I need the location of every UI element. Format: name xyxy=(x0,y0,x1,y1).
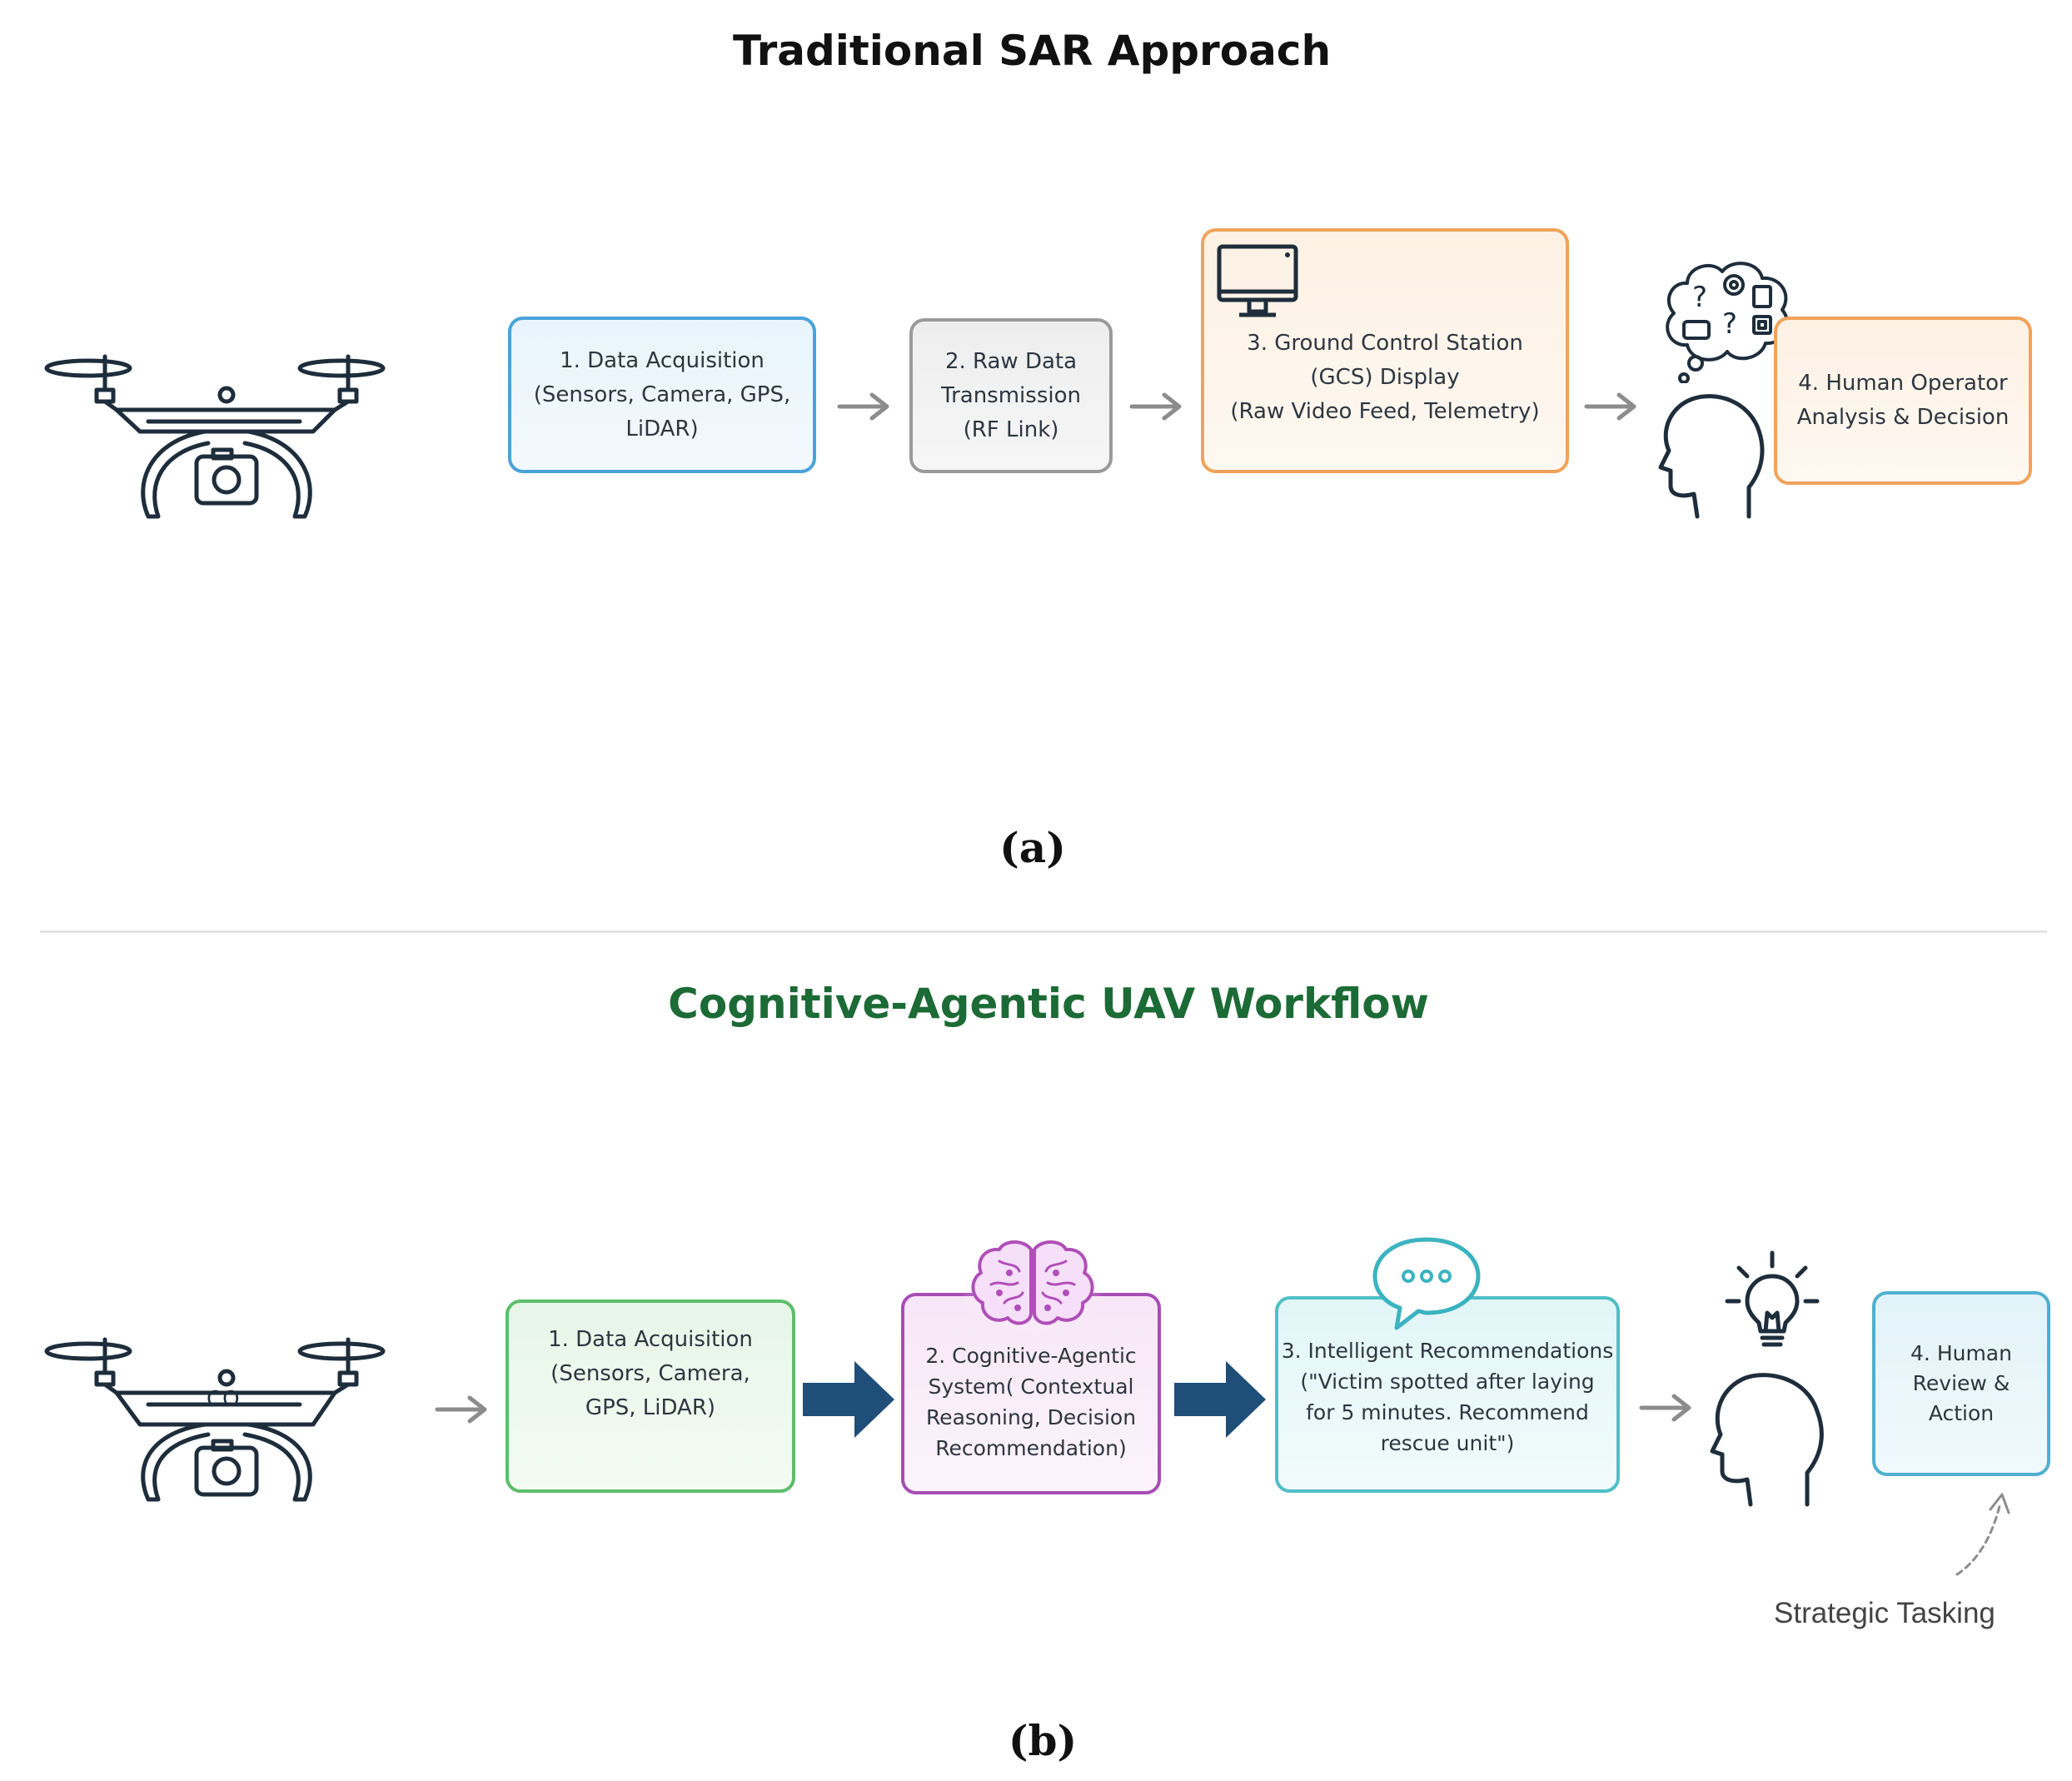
svg-text:?: ? xyxy=(1722,307,1737,341)
thought-bubble-icon: ? ? xyxy=(1666,262,1789,383)
drone-logo-mark: CO xyxy=(207,1387,241,1412)
drone-icon xyxy=(44,1337,386,1502)
arrow-right-icon xyxy=(1129,392,1182,421)
step-b4-human-review: 4. Human Review & Action xyxy=(1872,1291,2050,1476)
step-b1-data-acquisition: 1. Data Acquisition (Sensors, Camera, GP… xyxy=(506,1300,795,1493)
monitor-icon xyxy=(1217,244,1298,317)
step-a4-human-operator: 4. Human Operator Analysis & Decision xyxy=(1774,317,2032,485)
step-a2-raw-data-transmission: 2. Raw Data Transmission (RF Link) xyxy=(909,318,1113,473)
panel-b-caption: (b) xyxy=(1008,1716,1078,1765)
panel-b-title: Cognitive-Agentic UAV Workflow xyxy=(668,980,1429,1028)
brain-icon xyxy=(959,1238,1106,1335)
panel-divider xyxy=(40,930,2047,933)
arrow-right-icon xyxy=(837,392,889,421)
human-head-icon xyxy=(1710,1373,1824,1507)
panel-a-title: Traditional SAR Approach xyxy=(732,27,1332,75)
step-a1-data-acquisition: 1. Data Acquisition (Sensors, Camera, GP… xyxy=(508,317,816,473)
arrow-right-icon xyxy=(435,1395,487,1424)
arrow-right-icon xyxy=(1639,1394,1691,1422)
speech-bubble-icon xyxy=(1372,1237,1481,1330)
arrow-right-bold-icon xyxy=(1174,1361,1266,1438)
human-head-icon xyxy=(1658,394,1765,519)
drone-icon xyxy=(44,354,386,519)
arrow-right-bold-icon xyxy=(803,1361,894,1438)
lightbulb-icon xyxy=(1725,1250,1820,1347)
arrow-right-icon xyxy=(1584,392,1636,421)
curved-dashed-arrow-icon xyxy=(1955,1493,2010,1576)
strategic-tasking-label: Strategic Tasking xyxy=(1774,1597,1995,1629)
step-b3-intelligent-recommendations: 3. Intelligent Recommendations ("Victim … xyxy=(1275,1296,1620,1493)
step-a3-ground-control-station: 3. Ground Control Station (GCS) Display … xyxy=(1201,228,1569,473)
panel-a-caption: (a) xyxy=(999,823,1066,872)
svg-text:?: ? xyxy=(1692,281,1707,314)
